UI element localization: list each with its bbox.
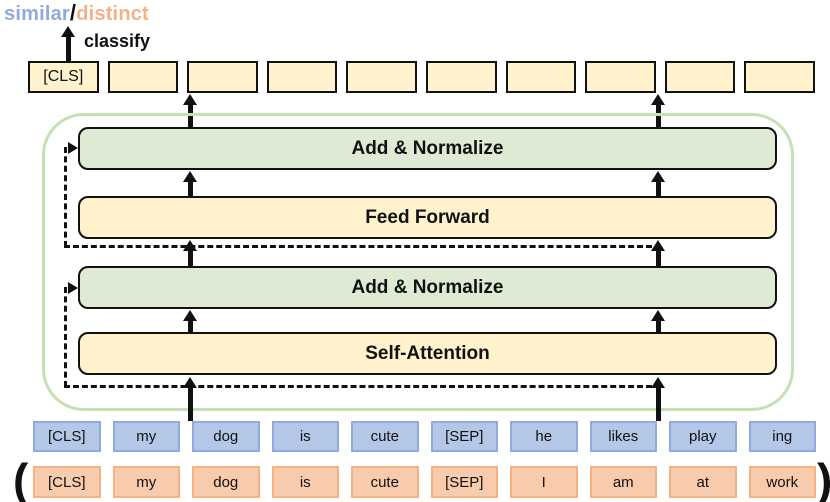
residual-arrow-head-icon xyxy=(68,142,78,154)
classify-label: classify xyxy=(84,31,151,51)
up-arrow xyxy=(651,94,665,127)
open-paren: ( xyxy=(13,454,29,502)
up-arrow xyxy=(183,94,197,127)
up-arrow xyxy=(651,240,665,266)
token-box: ing xyxy=(748,421,816,452)
arrow-head-icon xyxy=(651,94,665,105)
arrow-head-icon xyxy=(183,94,197,105)
arrow-head-icon xyxy=(651,377,665,388)
classification-result-labels: similar/distinct xyxy=(4,0,149,26)
token-box: [SEP] xyxy=(430,466,498,498)
up-arrow xyxy=(183,310,197,332)
label-slash: / xyxy=(69,0,77,25)
up-arrow xyxy=(183,240,197,266)
layer-self-attention: Self-Attention xyxy=(78,332,777,375)
token-box: [SEP] xyxy=(430,421,498,452)
arrow-head-icon xyxy=(183,377,197,388)
encoder-output-row: [CLS] xyxy=(28,61,815,93)
token-box: is xyxy=(271,466,339,498)
close-paren: ) xyxy=(817,457,830,502)
residual-connection-line xyxy=(64,287,67,387)
classify-arrow xyxy=(61,26,75,61)
residual-connection-line xyxy=(64,147,67,247)
up-arrow xyxy=(651,377,665,421)
token-box: he xyxy=(510,421,578,452)
token-box: at xyxy=(669,466,737,498)
arrow-head-icon xyxy=(183,310,197,321)
residual-connection-line xyxy=(64,385,652,388)
output-box xyxy=(664,61,736,93)
output-box xyxy=(346,61,417,93)
output-box xyxy=(425,61,497,93)
label-distinct: distinct xyxy=(76,3,149,25)
token-box: is xyxy=(271,421,339,452)
up-arrow xyxy=(651,171,665,196)
output-box xyxy=(187,61,258,93)
residual-connection-line xyxy=(64,245,652,248)
token-box: [CLS] xyxy=(33,466,101,498)
token-box: my xyxy=(112,421,180,452)
token-box: cute xyxy=(351,466,419,498)
residual-arrow-head-icon xyxy=(68,282,78,294)
token-box: cute xyxy=(351,421,419,452)
token-box: dog xyxy=(192,421,260,452)
encoder-block-container xyxy=(42,113,794,411)
layer-add-normalize-top: Add & Normalize xyxy=(78,127,777,170)
label-similar: similar xyxy=(4,3,70,25)
token-box: play xyxy=(669,421,737,452)
arrow-head-icon xyxy=(183,171,197,182)
layer-add-normalize-bottom: Add & Normalize xyxy=(78,266,777,309)
arrow-head-icon xyxy=(183,240,197,251)
output-box xyxy=(107,61,179,93)
output-box: [CLS] xyxy=(28,61,99,93)
arrow-head-icon xyxy=(651,240,665,251)
token-box: my xyxy=(112,466,180,498)
output-box xyxy=(744,61,815,93)
token-box: I xyxy=(510,466,578,498)
up-arrow xyxy=(183,377,197,421)
arrow-head-icon xyxy=(651,310,665,321)
layer-feed-forward: Feed Forward xyxy=(78,196,777,239)
output-box xyxy=(585,61,656,93)
token-box: [CLS] xyxy=(33,421,101,452)
token-box: am xyxy=(589,466,657,498)
output-box xyxy=(505,61,577,93)
token-box: likes xyxy=(589,421,657,452)
output-box xyxy=(266,61,338,93)
token-box: work xyxy=(748,466,816,498)
up-arrow xyxy=(183,171,197,196)
up-arrow xyxy=(651,310,665,332)
token-box: dog xyxy=(192,466,260,498)
arrow-head-icon xyxy=(651,171,665,182)
arrow-head-icon xyxy=(61,26,75,37)
